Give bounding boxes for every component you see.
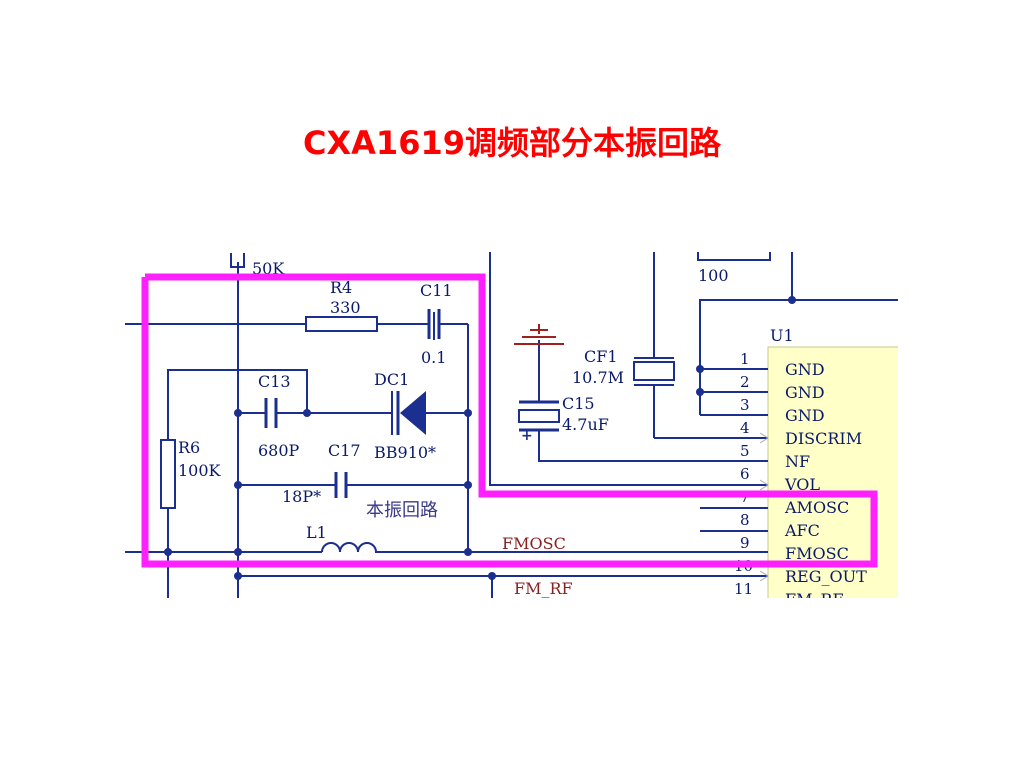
r4-ref: R4 bbox=[330, 278, 352, 297]
junction-dots bbox=[164, 296, 796, 580]
svg-text:DISCRIM: DISCRIM bbox=[785, 429, 862, 448]
svg-text:3: 3 bbox=[740, 396, 750, 414]
u1-pin: 2 GND bbox=[740, 373, 825, 402]
svg-text:6: 6 bbox=[740, 465, 750, 483]
u1-pin: 8 AFC bbox=[740, 511, 820, 540]
slide-title: CXA1619调频部分本振回路 bbox=[303, 124, 721, 162]
ground-icon bbox=[514, 324, 564, 345]
capacitor-c11 bbox=[427, 309, 441, 339]
diode-dc1 bbox=[391, 391, 426, 435]
svg-text:8: 8 bbox=[740, 511, 750, 529]
svg-text:4: 4 bbox=[740, 419, 750, 437]
r-100-symbol bbox=[697, 252, 771, 261]
r4-value: 330 bbox=[330, 298, 361, 317]
net-fmosc: FMOSC bbox=[502, 534, 566, 553]
u1-pin: 4 DISCRIM bbox=[740, 419, 862, 448]
u1-pin: 11 FM_RF bbox=[734, 580, 844, 609]
c11-value: 0.1 bbox=[421, 348, 446, 367]
c15-ref: C15 bbox=[562, 394, 595, 413]
cf1-value: 10.7M bbox=[572, 368, 624, 387]
dc1-value: BB910* bbox=[374, 443, 436, 462]
svg-text:2: 2 bbox=[740, 373, 750, 391]
svg-text:GND: GND bbox=[785, 383, 825, 402]
capacitor-c15: + bbox=[518, 400, 560, 444]
capacitor-c17 bbox=[334, 472, 348, 498]
svg-text:VOL: VOL bbox=[784, 475, 820, 494]
inductor-l1 bbox=[321, 542, 380, 553]
c17-value: 18P* bbox=[282, 487, 321, 506]
cf1-ref: CF1 bbox=[584, 347, 618, 366]
svg-text:11: 11 bbox=[734, 580, 753, 598]
u1-pin: 3 GND bbox=[740, 396, 825, 425]
wires bbox=[125, 252, 898, 598]
svg-text:REG_OUT: REG_OUT bbox=[785, 567, 867, 586]
r6-ref: R6 bbox=[178, 438, 200, 457]
ceramic-filter-cf1 bbox=[633, 357, 675, 386]
capacitor-c13 bbox=[264, 398, 278, 428]
c15-value: 4.7uF bbox=[562, 415, 609, 434]
resistor-r4 bbox=[305, 316, 378, 332]
svg-text:+: + bbox=[521, 428, 533, 444]
u1-pin: 1 GND bbox=[740, 350, 825, 379]
svg-text:GND: GND bbox=[785, 360, 825, 379]
u1-pin: 6 VOL bbox=[740, 465, 820, 494]
svg-text:AFC: AFC bbox=[784, 521, 820, 540]
pot-value: 50K bbox=[252, 259, 285, 278]
c17-ref: C17 bbox=[328, 441, 361, 460]
svg-text:NF: NF bbox=[785, 452, 810, 471]
svg-text:AMOSC: AMOSC bbox=[784, 498, 849, 517]
c13-value: 680P bbox=[258, 441, 300, 460]
u1-pin: 9 FMOSC bbox=[740, 534, 849, 563]
c11-ref: C11 bbox=[420, 281, 453, 300]
svg-text:9: 9 bbox=[740, 534, 750, 552]
svg-text:FMOSC: FMOSC bbox=[785, 544, 849, 563]
net-fm-rf: FM_RF bbox=[514, 579, 573, 598]
r-top-value: 100 bbox=[698, 266, 729, 285]
highlight-label: 本振回路 bbox=[366, 500, 438, 521]
l1-ref: L1 bbox=[306, 523, 327, 542]
c13-ref: C13 bbox=[258, 372, 291, 391]
svg-text:FM_RF: FM_RF bbox=[785, 590, 844, 609]
u1-pins: 1 GND 2 GND 3 GND 4 DISCRIM 5 NF 6 VOL bbox=[734, 350, 867, 609]
u1-ref: U1 bbox=[770, 326, 794, 345]
svg-text:GND: GND bbox=[785, 406, 825, 425]
u1-pin: 5 NF bbox=[740, 442, 810, 471]
pin-arrow-marks bbox=[759, 432, 769, 582]
resistor-r6 bbox=[160, 439, 176, 509]
svg-text:1: 1 bbox=[740, 350, 750, 368]
r6-value: 100K bbox=[178, 461, 222, 480]
dc1-ref: DC1 bbox=[374, 370, 409, 389]
svg-text:5: 5 bbox=[740, 442, 750, 460]
oscillator-loop-highlight bbox=[141, 273, 878, 568]
